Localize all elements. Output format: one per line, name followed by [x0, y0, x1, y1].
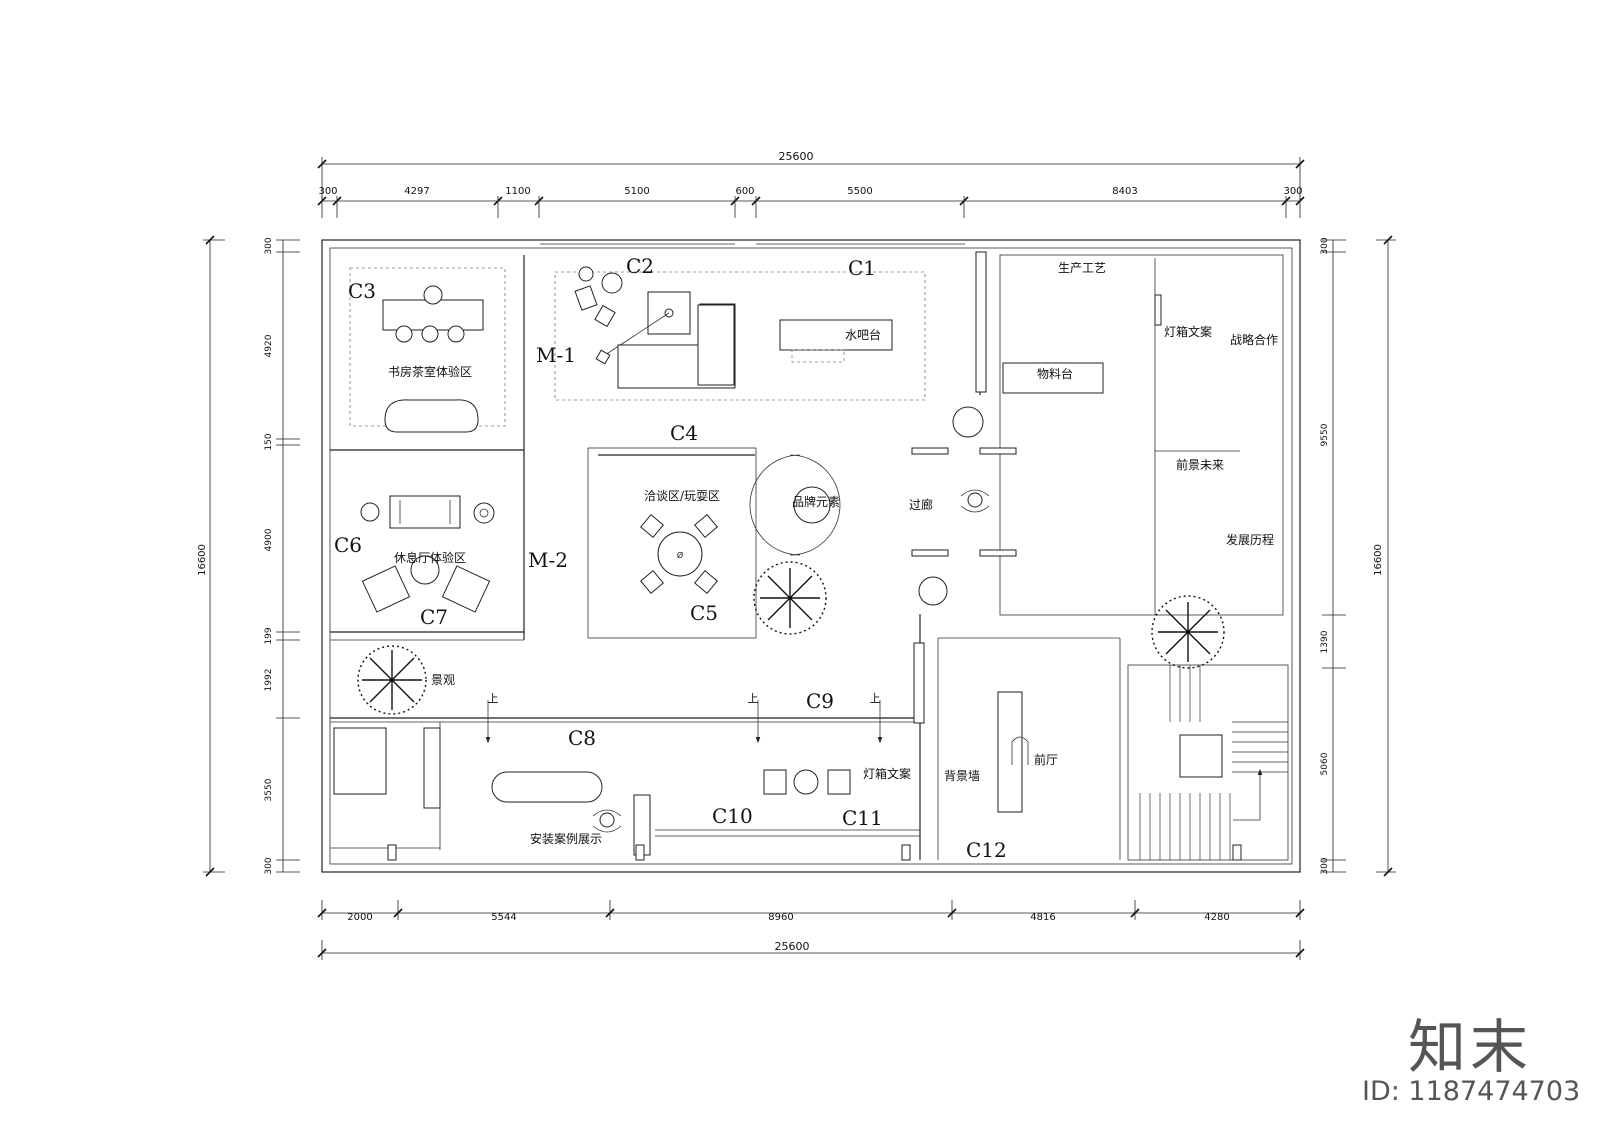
- dim-top-seg-7: 300: [1283, 186, 1302, 197]
- negotiation-furniture: Ø: [640, 454, 841, 594]
- label-lounge: 休息厅体验区: [394, 550, 466, 565]
- display-furniture: [333, 727, 851, 809]
- label-background-wall: 背景墙: [944, 769, 980, 783]
- code-c9: C9: [806, 689, 834, 713]
- code-c12: C12: [966, 838, 1007, 862]
- label-negotiation: 洽谈区/玩耍区: [644, 489, 720, 503]
- dim-right-total: 16600: [1373, 544, 1384, 576]
- brand-watermark: 知末: [1408, 1013, 1533, 1081]
- code-c8: C8: [568, 726, 596, 750]
- water-bar-label: 水吧台: [845, 327, 881, 342]
- code-c3: C3: [348, 279, 376, 303]
- dim-right-seg-1: 9550: [1320, 423, 1330, 446]
- dim-left-seg-6: 3550: [264, 778, 274, 801]
- dim-top-seg-1: 4297: [404, 186, 429, 197]
- label-strategic: 战略合作: [1230, 332, 1278, 347]
- up-markers: [485, 700, 1263, 821]
- code-c11: C11: [842, 806, 883, 830]
- dim-left-total: 16600: [197, 544, 208, 576]
- dim-left-seg-5: 1992: [264, 669, 274, 692]
- dim-left-seg-1: 4920: [264, 334, 274, 357]
- code-m1: M-1: [536, 343, 576, 367]
- dim-left-seg-3: 4900: [264, 528, 274, 551]
- dim-top-seg-0: 300: [318, 186, 337, 197]
- dim-top-seg-2: 1100: [505, 186, 530, 197]
- dim-bottom-seg-0: 2000: [347, 912, 372, 923]
- label-case-display: 安装案例展示: [530, 831, 602, 846]
- dim-right-seg-4: 300: [1320, 857, 1330, 874]
- label-prospects: 前景未来: [1176, 457, 1224, 472]
- label-up-1: 上: [488, 692, 499, 705]
- water-bar-area: [554, 271, 926, 401]
- dim-left-seg-0: 300: [264, 237, 274, 254]
- walls: [321, 239, 1301, 873]
- id-watermark: ID: 1187474703: [1362, 1076, 1581, 1107]
- study-furniture: [382, 285, 484, 433]
- dim-bottom-seg-2: 8960: [768, 912, 793, 923]
- dim-top-seg-3: 5100: [624, 186, 649, 197]
- code-c10: C10: [712, 804, 753, 828]
- code-c6: C6: [334, 533, 362, 557]
- right-room-furniture: [997, 294, 1162, 813]
- label-up-3: 上: [870, 692, 881, 705]
- table-mark: Ø: [677, 550, 683, 560]
- label-lightbox-1: 灯箱文案: [1164, 324, 1212, 339]
- dimension-bottom: 2000 5544 8960 4816 4280 25600: [317, 900, 1305, 960]
- label-front-hall: 前厅: [1034, 752, 1058, 767]
- dim-left-seg-4: 199: [264, 627, 274, 644]
- dimension-right: 16600 300 9550 1390 5060 300: [1320, 235, 1396, 877]
- code-c1: C1: [848, 256, 876, 280]
- dim-left-seg-2: 150: [264, 433, 274, 450]
- dim-right-seg-2: 1390: [1320, 630, 1330, 653]
- dim-bottom-total: 25600: [775, 940, 810, 953]
- dim-top-seg-5: 5500: [847, 186, 872, 197]
- plants: [357, 561, 1225, 715]
- dim-top-seg-4: 600: [735, 186, 754, 197]
- label-up-2: 上: [748, 692, 759, 705]
- code-c7: C7: [420, 605, 448, 629]
- code-c4: C4: [670, 421, 698, 445]
- water-bar-furniture: 水吧台: [574, 266, 893, 389]
- code-c5: C5: [690, 601, 718, 625]
- label-production: 生产工艺: [1058, 261, 1106, 275]
- corridor-furniture: [592, 406, 1017, 833]
- dim-top-seg-6: 8403: [1112, 186, 1137, 197]
- code-m2: M-2: [528, 548, 568, 572]
- dim-right-seg-3: 5060: [1320, 752, 1330, 775]
- label-history: 发展历程: [1226, 532, 1274, 547]
- label-study-tea: 书房茶室体验区: [388, 364, 472, 379]
- label-brand-element: 品牌元素: [792, 495, 840, 509]
- dimension-left: 16600 300 4920 150 4900 199 1992 3550 30…: [197, 235, 300, 877]
- stairs: [1127, 664, 1289, 861]
- dim-top-total: 25600: [779, 150, 814, 163]
- label-lightbox-2: 灯箱文案: [863, 766, 911, 781]
- label-corridor: 过廊: [909, 497, 933, 512]
- dim-bottom-seg-1: 5544: [491, 912, 516, 923]
- dim-right-seg-0: 300: [1320, 237, 1330, 254]
- code-c2: C2: [626, 254, 654, 278]
- label-landscape: 景观: [431, 673, 455, 687]
- dim-bottom-seg-3: 4816: [1030, 912, 1055, 923]
- dimension-top: 25600 300 4297 1100 5100 600 5500 8403 3…: [317, 150, 1305, 218]
- lounge-furniture: [360, 495, 495, 613]
- dim-bottom-seg-4: 4280: [1204, 912, 1229, 923]
- label-material-table: 物料台: [1037, 366, 1073, 381]
- dim-left-seg-7: 300: [264, 857, 274, 874]
